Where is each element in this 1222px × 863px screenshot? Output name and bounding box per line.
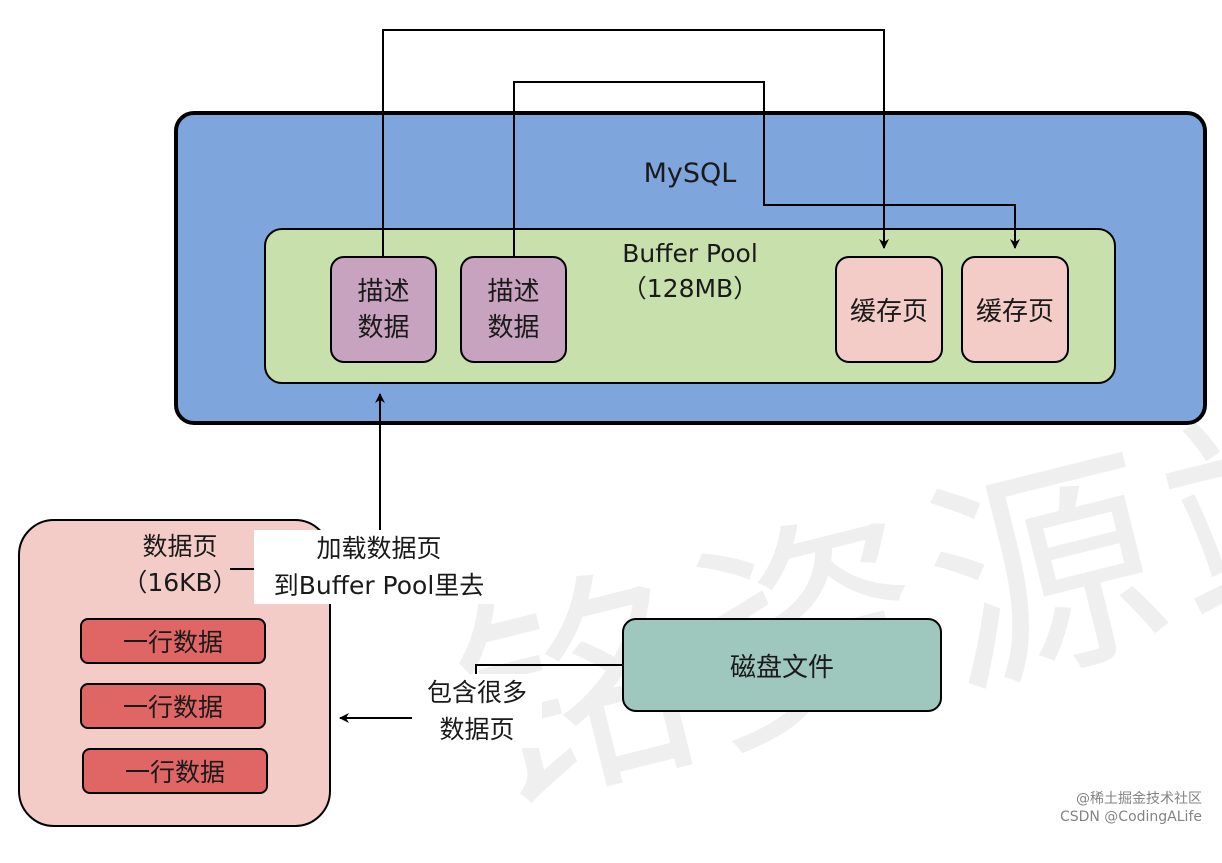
- data-row-2: 一行数据: [80, 683, 266, 729]
- descriptor-2-line1: 描述: [487, 276, 540, 307]
- descriptor-block-2: 描述 数据: [460, 256, 567, 363]
- disk-file: 磁盘文件: [622, 618, 942, 712]
- descriptor-block-1: 描述 数据: [330, 256, 437, 363]
- credit-line1: @稀土掘金技术社区: [1076, 791, 1202, 807]
- contains-label-line1: 包含很多: [426, 678, 527, 707]
- data-page-label: 数据页 （16KB）: [100, 529, 260, 603]
- cache-page-1: 缓存页: [835, 256, 943, 363]
- load-label-line1: 加载数据页: [316, 534, 442, 563]
- disk-to-data-page-line: [475, 664, 622, 674]
- contains-label-line2: 数据页: [439, 715, 515, 744]
- credit-watermark: @稀土掘金技术社区 CSDN @CodingALife: [982, 790, 1202, 826]
- mysql-label: MySQL: [643, 158, 737, 189]
- data-row-3: 一行数据: [82, 748, 268, 794]
- descriptor-2-line2: 数据: [487, 312, 540, 343]
- credit-line2: CSDN @CodingALife: [1059, 809, 1202, 825]
- buffer-pool-size: （128MB）: [621, 274, 759, 303]
- data-page-size: （16KB）: [122, 568, 238, 597]
- buffer-pool-title: Buffer Pool: [622, 239, 758, 268]
- load-label: 加载数据页 到Buffer Pool里去: [254, 530, 504, 604]
- contains-label: 包含很多 数据页: [412, 674, 542, 748]
- descriptor-1-line2: 数据: [357, 312, 410, 343]
- buffer-pool-label: Buffer Pool （128MB）: [560, 236, 820, 310]
- data-page-title: 数据页: [142, 532, 218, 561]
- cache-page-2: 缓存页: [961, 256, 1069, 363]
- descriptor-1-line1: 描述: [357, 276, 410, 307]
- data-row-1: 一行数据: [80, 618, 266, 664]
- load-label-line2: 到Buffer Pool里去: [273, 571, 485, 600]
